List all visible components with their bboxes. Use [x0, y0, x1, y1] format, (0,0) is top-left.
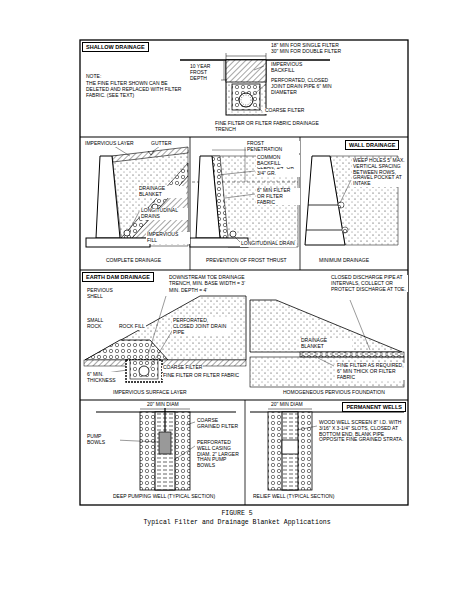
callout-label: MINIMUM DRAINAGE: [318, 258, 370, 264]
callout-label: LONGITUDINAL DRAINS: [140, 208, 188, 220]
callout-label: 6" MIN. THICKNESS: [86, 372, 122, 384]
callout-label: IMPERVIOUS LAYER: [84, 141, 135, 147]
callout-label: COARSE FILTER: [264, 108, 305, 114]
callout-label: CLEAN, 1/4" OR 3/4" GR.: [256, 165, 300, 177]
callout-label: PERFORATED WELL CASING DIAM. 2" LARGER T…: [196, 440, 244, 469]
callout-label: THE FINE FILTER SHOWN CAN BE DELETED AND…: [85, 81, 187, 98]
callout-label: FINE FILTER OR FILTER FABRIC: [162, 373, 240, 379]
figure-title: FIGURE 5: [0, 510, 474, 517]
section-header-text: SHALLOW DRAINAGE: [86, 44, 145, 50]
callout-label: NOTE:: [85, 74, 102, 80]
callout-label: 20" MIN DIAM: [270, 402, 304, 408]
callout-label: IMPERVIOUS FILL: [146, 232, 190, 244]
callout-label: GUTTER: [150, 141, 173, 147]
callout-label: PERVIOUS SHELL: [86, 288, 118, 300]
callout-label: DOWNSTREAM TOE DRAINAGE TRENCH, MIN. BAS…: [168, 275, 248, 287]
section-header-box: SHALLOW DRAINAGE: [82, 42, 149, 52]
callout-label: WOOD WELL SCREEN 8" I.D. WITH 3/16" X 3-…: [318, 420, 406, 443]
callout-label: PERFORATED, CLOSED JOINT DRAIN PIPE 6" M…: [270, 78, 342, 95]
callout-label: COMPLETE DRAINAGE: [105, 258, 162, 264]
callout-label: 30" MIN FOR DOUBLE FILTER: [270, 49, 342, 55]
callout-label: COARSE GRAINED FILTER: [196, 418, 240, 430]
callout-label: FINE FILTER OR FILTER FABRIC DRAINAGE TR…: [214, 121, 336, 133]
callout-label: DRAINAGE BLANKET: [138, 186, 186, 198]
callout-label: CLOSED DISCHARGE PIPE AT INTERVALS, COLL…: [330, 275, 408, 292]
callout-label: DRAINAGE BLANKET: [300, 338, 352, 350]
callout-label: COMMON BACKFILL: [256, 155, 300, 167]
callout-label: FINE FILTER AS REQUIRED, 6" MIN THICK OR…: [336, 363, 406, 380]
callout-label: HOMOGENEOUS PERVIOUS FOUNDATION: [282, 390, 386, 396]
callout-label: COARSE FILTER: [162, 365, 203, 371]
section-header-text: PERMANENT WELLS: [346, 404, 402, 410]
section-header-box: WALL DRAINAGE: [345, 140, 399, 150]
callout-label: 10 YEAR FROST DEPTH: [189, 64, 221, 81]
callout-label: FROST PENETRATION: [246, 141, 300, 153]
callout-label: SMALL ROCK: [86, 318, 118, 330]
callout-label: PUMP BOWLS: [86, 434, 120, 446]
callout-label: PREVENTION OF FROST THRUST: [205, 258, 288, 264]
callout-label: 6" MIN FILTER OR FILTER FABRIC: [256, 188, 300, 205]
callout-label: DEEP PUMPING WELL (TYPICAL SECTION): [112, 494, 216, 500]
callout-label: IMPERVIOUS SURFACE LAYER: [112, 390, 188, 396]
section-header-text: WALL DRAINAGE: [349, 142, 395, 148]
section-header-box: EARTH DAM DRAINAGE: [82, 272, 154, 282]
callout-label: WEEP HOLES 5' MAX. VERTICAL SPACING BETW…: [352, 158, 406, 187]
callout-label: PERFORATED, CLOSED JOINT DRAIN PIPE: [172, 318, 230, 335]
section-header-text: EARTH DAM DRAINAGE: [86, 274, 150, 280]
callout-label: 20" MIN DIAM: [146, 402, 180, 408]
section-header-box: PERMANENT WELLS: [342, 402, 406, 412]
callout-label: MIN. DEPTH = 4': [168, 288, 208, 294]
figure-caption: Typical Filter and Drainage Blanket Appl…: [0, 519, 474, 526]
callout-label: IMPERVIOUS BACKFILL: [270, 62, 322, 74]
callout-label: ROCK FILL: [118, 324, 146, 330]
callout-label: LONGITUDINAL DRAIN: [240, 241, 296, 247]
callout-label: RELIEF WELL (TYPICAL SECTION): [252, 494, 335, 500]
callout-label: 18" MIN FOR SINGLE FILTER: [270, 43, 340, 49]
